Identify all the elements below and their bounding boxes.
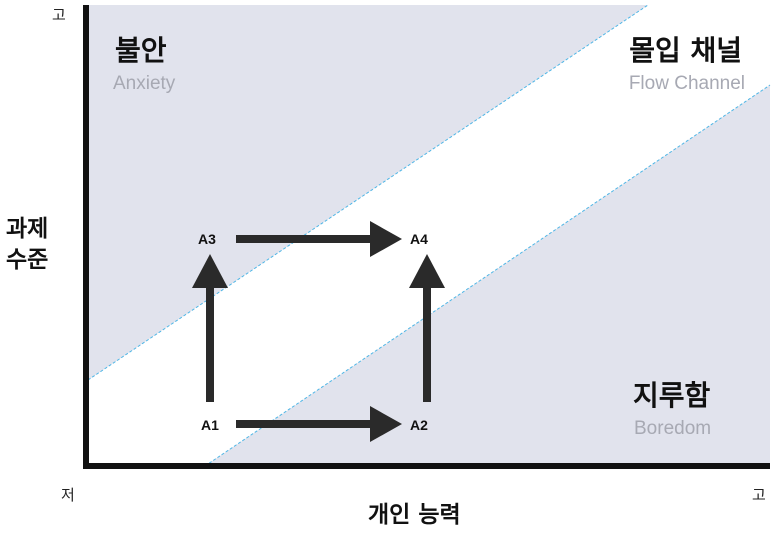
- x-axis-label: 개인 능력: [368, 502, 461, 528]
- node-a1: A1: [201, 417, 219, 433]
- arrow-a3-to-a4: [236, 221, 402, 257]
- y-axis-label-line1: 과제: [6, 216, 49, 242]
- anxiety-title: 불안: [115, 34, 167, 67]
- x-axis-high-label: 고: [752, 486, 766, 504]
- node-a2: A2: [410, 417, 428, 433]
- flow-channel-title: 몰입 채널: [629, 34, 742, 67]
- arrow-a2-to-a4: [409, 254, 445, 402]
- flow-channel-band: [88, 5, 770, 466]
- node-a3: A3: [198, 231, 216, 247]
- arrow-a1-to-a2: [236, 406, 402, 442]
- x-axis-low-label: 저: [61, 486, 75, 504]
- y-axis-high-label: 고: [52, 6, 66, 24]
- flow-channel-subtitle: Flow Channel: [628, 73, 745, 94]
- y-axis-label-line2: 수준: [6, 247, 49, 273]
- boredom-subtitle: Boredom: [634, 418, 712, 439]
- boredom-title: 지루함: [633, 379, 711, 412]
- arrow-a1-to-a3: [192, 254, 228, 402]
- boredom-boundary-line: [204, 84, 771, 467]
- anxiety-boundary-line: [87, 4, 649, 381]
- node-a4: A4: [410, 231, 428, 247]
- anxiety-subtitle: Anxiety: [113, 73, 176, 94]
